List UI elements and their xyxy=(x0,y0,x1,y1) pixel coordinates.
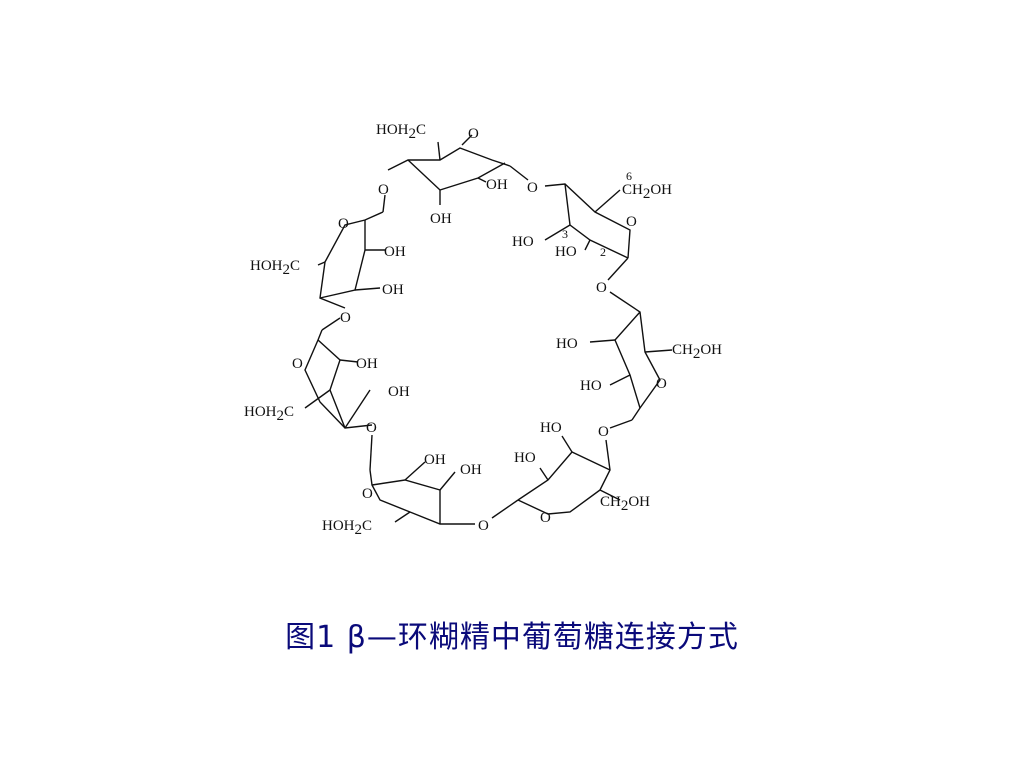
bond xyxy=(607,257,629,281)
atom-label: 3 xyxy=(562,227,568,241)
bond xyxy=(371,479,441,524)
bond xyxy=(589,339,616,343)
atom-label: O xyxy=(478,518,489,534)
atom-label: O xyxy=(626,214,637,230)
bond xyxy=(564,183,629,259)
atom-label: O xyxy=(656,376,667,392)
beta-cyclodextrin-structure: HOH2C O OH OH O O 6 CH2OH O HO 3 HO 2 O … xyxy=(244,122,722,538)
atom-label: HO xyxy=(514,450,536,466)
atom-label: CH2OH xyxy=(600,494,650,514)
atom-label: OH xyxy=(356,356,378,372)
bond xyxy=(594,189,621,213)
bond xyxy=(491,499,519,519)
bond xyxy=(517,439,611,515)
atom-label: HOH2C xyxy=(376,122,426,142)
atom-label: OH xyxy=(486,177,508,193)
atom-label: O xyxy=(340,310,351,326)
bond xyxy=(477,177,487,183)
atom-label: 2 xyxy=(600,245,606,259)
bond xyxy=(382,194,386,213)
atom-label: O xyxy=(596,280,607,296)
atom-label: HO xyxy=(540,420,562,436)
bond xyxy=(339,359,359,363)
atom-label: CH2OH xyxy=(672,342,722,362)
bond xyxy=(321,317,341,331)
atom-label: OH xyxy=(382,282,404,298)
bond xyxy=(319,211,384,309)
bond xyxy=(317,339,346,429)
bond xyxy=(319,220,366,299)
atom-label: O xyxy=(378,182,389,198)
bond xyxy=(344,389,371,429)
bond xyxy=(609,291,661,421)
bond xyxy=(544,224,571,241)
bond xyxy=(614,311,641,409)
bond xyxy=(317,261,326,266)
bond xyxy=(407,159,506,191)
atom-label: HOH2C xyxy=(322,518,372,538)
atom-label: O xyxy=(540,510,551,526)
bond xyxy=(461,134,473,146)
atom-label: OH xyxy=(388,384,410,400)
figure-caption: 图1 β—环糊精中葡萄糖连接方式 xyxy=(285,620,739,655)
atom-label: O xyxy=(598,424,609,440)
atom-labels: HOH2C O OH OH O O 6 CH2OH O HO 3 HO 2 O … xyxy=(244,122,722,538)
atom-label: O xyxy=(338,216,349,232)
bond xyxy=(437,141,441,161)
bond xyxy=(304,389,331,409)
atom-label: O xyxy=(527,180,538,196)
bond xyxy=(394,511,411,523)
bond xyxy=(509,165,529,181)
bond xyxy=(517,451,611,501)
atom-label: HOH2C xyxy=(250,258,300,278)
bond xyxy=(561,435,573,453)
atom-label: O xyxy=(366,420,377,436)
atom-label: OH xyxy=(430,211,452,227)
bond xyxy=(404,461,426,481)
bond xyxy=(369,434,373,471)
atom-label: 6 xyxy=(626,169,632,183)
atom-label: CH2OH xyxy=(622,182,672,202)
atom-label: OH xyxy=(424,452,446,468)
bond xyxy=(304,329,373,429)
atom-label: HO xyxy=(580,378,602,394)
bond xyxy=(369,469,475,525)
bond xyxy=(439,471,456,491)
atom-label: HOH2C xyxy=(244,404,294,424)
atom-label: OH xyxy=(384,244,406,260)
bond xyxy=(609,374,631,386)
bond xyxy=(354,287,381,291)
atom-label: O xyxy=(468,126,479,142)
atom-label: HO xyxy=(512,234,534,250)
atom-label: O xyxy=(362,486,373,502)
bond xyxy=(584,239,591,251)
bond xyxy=(539,467,549,481)
bond xyxy=(644,349,673,353)
atom-label: HO xyxy=(555,244,577,260)
atom-label: O xyxy=(292,356,303,372)
atom-label: OH xyxy=(460,462,482,478)
bond xyxy=(599,489,621,501)
atom-label: HO xyxy=(556,336,578,352)
bond xyxy=(609,419,633,429)
bond xyxy=(387,147,511,171)
bonds xyxy=(304,134,673,525)
